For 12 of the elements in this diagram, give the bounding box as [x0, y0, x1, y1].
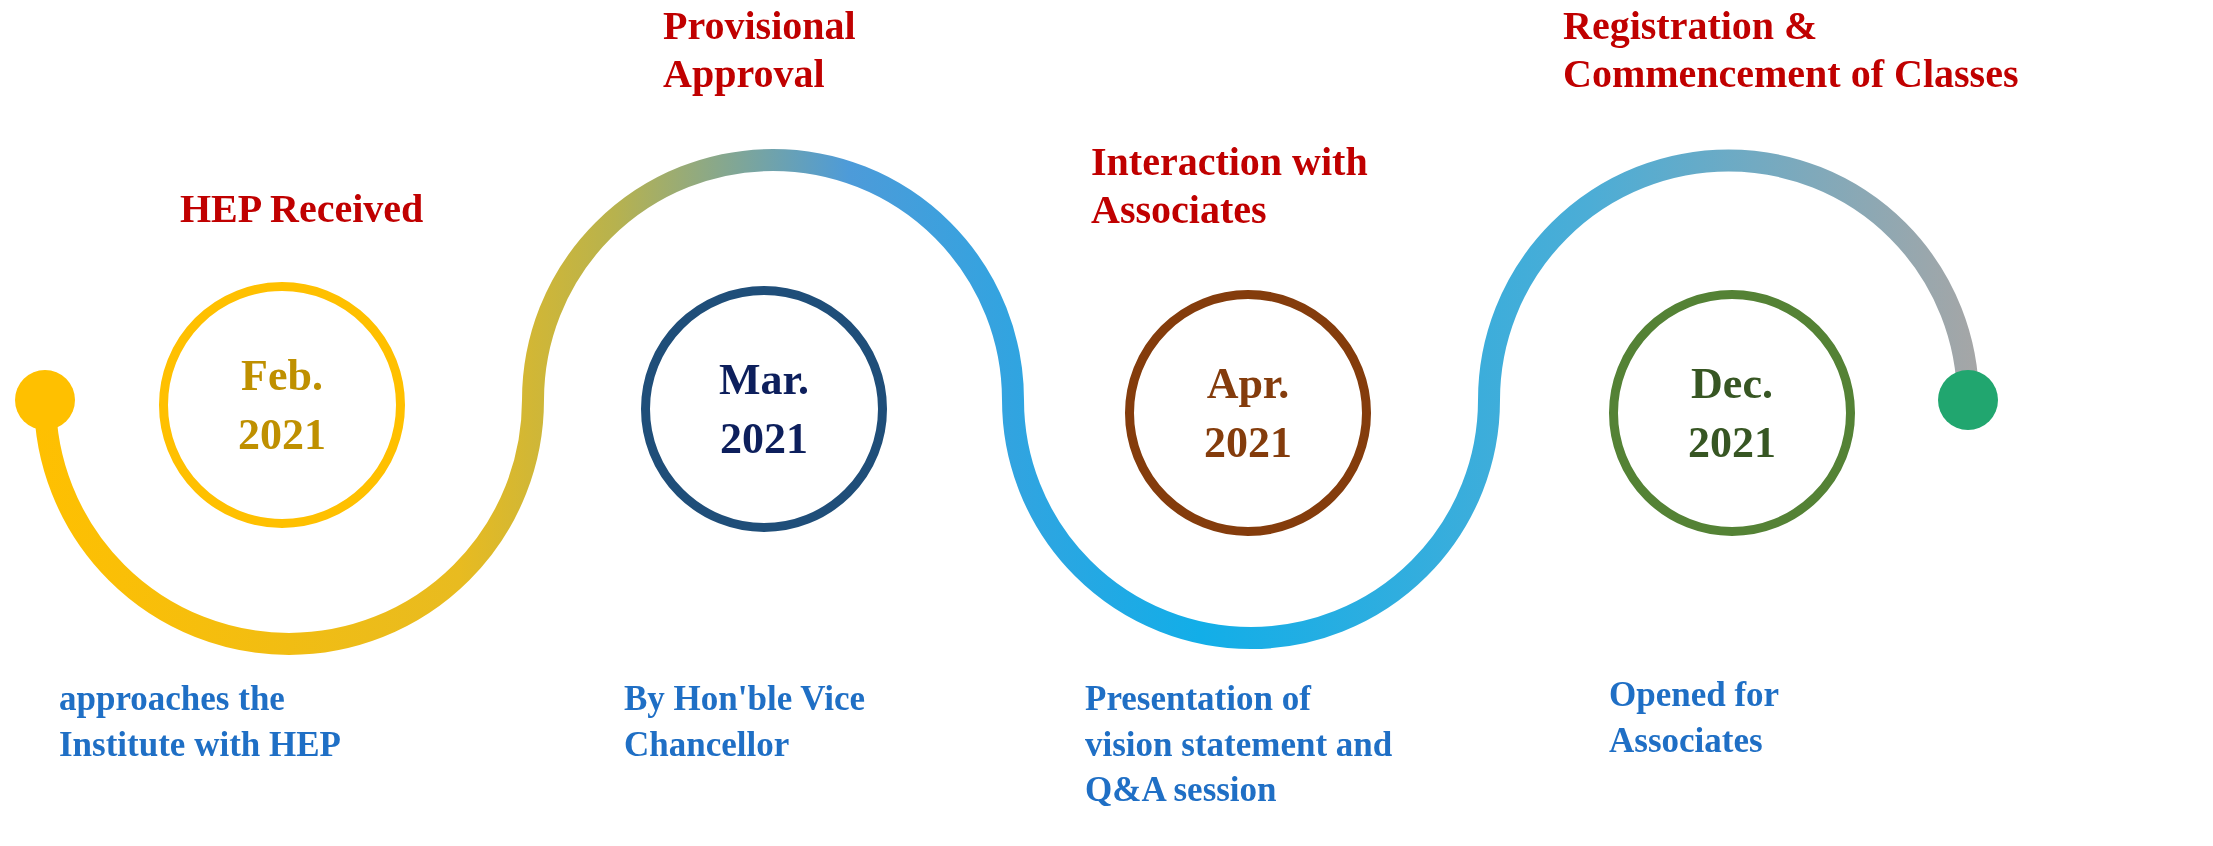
date-text: Apr. 2021 [1203, 357, 1293, 469]
date-text: Mar. 2021 [718, 353, 810, 465]
date-text: Dec. 2021 [1687, 357, 1777, 469]
milestone-description: By Hon'ble Vice Chancellor [624, 678, 867, 766]
milestone-description: approaches the Institute with HEP [59, 678, 342, 766]
date-text: Feb. 2021 [237, 349, 327, 461]
milestone-description: Opened for Associates [1609, 674, 1780, 762]
milestone-heading: Provisional Approval [663, 2, 857, 98]
milestone-heading: HEP Received [180, 185, 425, 233]
milestone-heading: Interaction with Associates [1091, 138, 1369, 234]
milestone-heading: Registration & Commencement of Classes [1563, 2, 2020, 98]
milestone-description: Presentation of vision statement and Q&A session [1085, 678, 1394, 811]
